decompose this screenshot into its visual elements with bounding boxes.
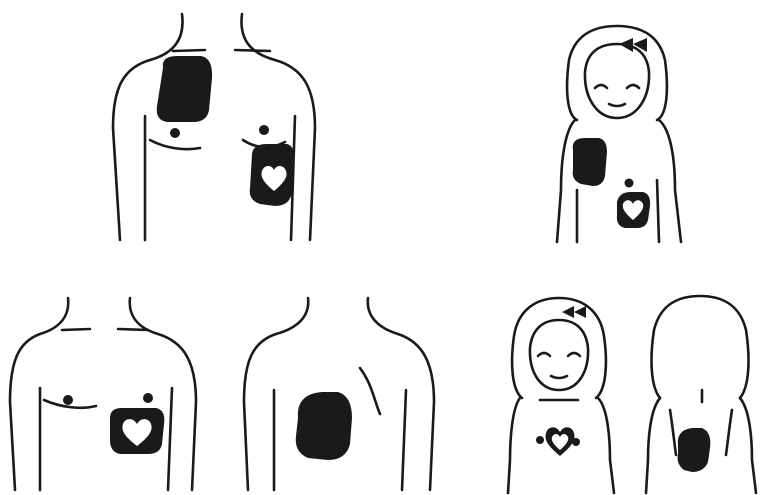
left-arm-outline xyxy=(557,120,575,242)
left-pectoral-line xyxy=(150,140,200,149)
upper-right-pad xyxy=(157,56,212,122)
back-pad xyxy=(296,392,352,460)
adult-back-torso xyxy=(240,292,440,492)
upper-right-pad xyxy=(573,138,607,186)
right-nipple xyxy=(63,395,73,405)
left-nipple xyxy=(625,179,634,188)
left-nipple xyxy=(143,393,153,403)
right-nipple xyxy=(536,436,544,444)
child-back-torso xyxy=(640,290,760,495)
collarbones xyxy=(62,329,148,330)
right-nipple xyxy=(259,125,269,135)
right-arm-outline xyxy=(659,120,681,242)
right-shoulder-outline xyxy=(368,298,434,490)
bow-icon xyxy=(562,306,586,318)
child-front-torso xyxy=(547,20,692,245)
closed-eyes xyxy=(595,85,639,88)
adult-front-torso xyxy=(105,8,335,243)
left-shoulder-outline xyxy=(244,298,308,490)
adult-front-torso-2 xyxy=(10,292,210,492)
bow-icon xyxy=(619,38,647,52)
right-collarbone xyxy=(235,50,270,51)
hair-outline xyxy=(512,298,606,398)
child-front-torso-2 xyxy=(504,290,619,495)
right-shoulder-outline xyxy=(130,298,196,490)
smile xyxy=(551,376,567,378)
closed-eyes xyxy=(538,353,580,356)
left-collarbone xyxy=(173,50,205,51)
hair-back-outline xyxy=(652,296,749,398)
child-front-pad-heart-figure xyxy=(504,290,619,495)
left-shoulder-outline xyxy=(113,14,183,240)
adult-front-pads-figure xyxy=(105,8,335,243)
smile xyxy=(609,104,625,106)
adult-front-pad-heart-figure xyxy=(10,292,210,492)
child-front-pads-figure xyxy=(547,20,692,245)
child-back-pad-figure xyxy=(640,290,760,495)
left-nipple xyxy=(170,128,180,138)
shoulder-blade-line xyxy=(360,368,380,414)
back-pad xyxy=(678,428,711,472)
right-shoulder-outline xyxy=(241,14,315,240)
adult-back-pad-figure xyxy=(240,292,440,492)
